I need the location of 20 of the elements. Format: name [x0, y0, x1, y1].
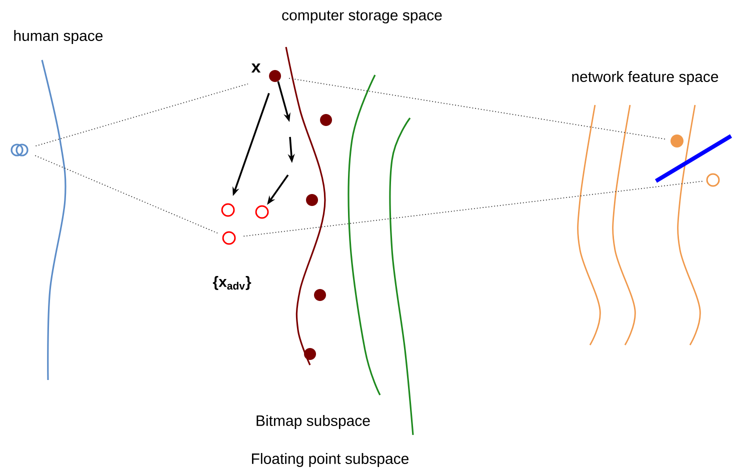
feature-point — [706, 173, 720, 187]
dotted-line — [243, 180, 703, 237]
dotted-line — [34, 155, 220, 234]
data-point — [670, 134, 684, 148]
data-point — [314, 289, 326, 301]
data-point — [304, 348, 316, 360]
adversarial-point — [221, 203, 235, 217]
space-label: computer storage space — [282, 10, 442, 24]
dotted-line — [288, 78, 667, 140]
space-label: Floating point subspace — [252, 453, 409, 467]
space-label: human space — [14, 30, 103, 44]
space-label: network feature space — [572, 71, 718, 85]
data-point — [320, 114, 332, 126]
space-label: Bitmap subspace — [256, 415, 370, 429]
adversarial-point — [222, 231, 236, 245]
dotted-line — [35, 83, 248, 146]
adversarial-point — [255, 205, 269, 219]
space-label: {x$_{adv}$} — [212, 276, 252, 290]
data-point — [306, 194, 318, 206]
point-label: x — [251, 64, 261, 72]
